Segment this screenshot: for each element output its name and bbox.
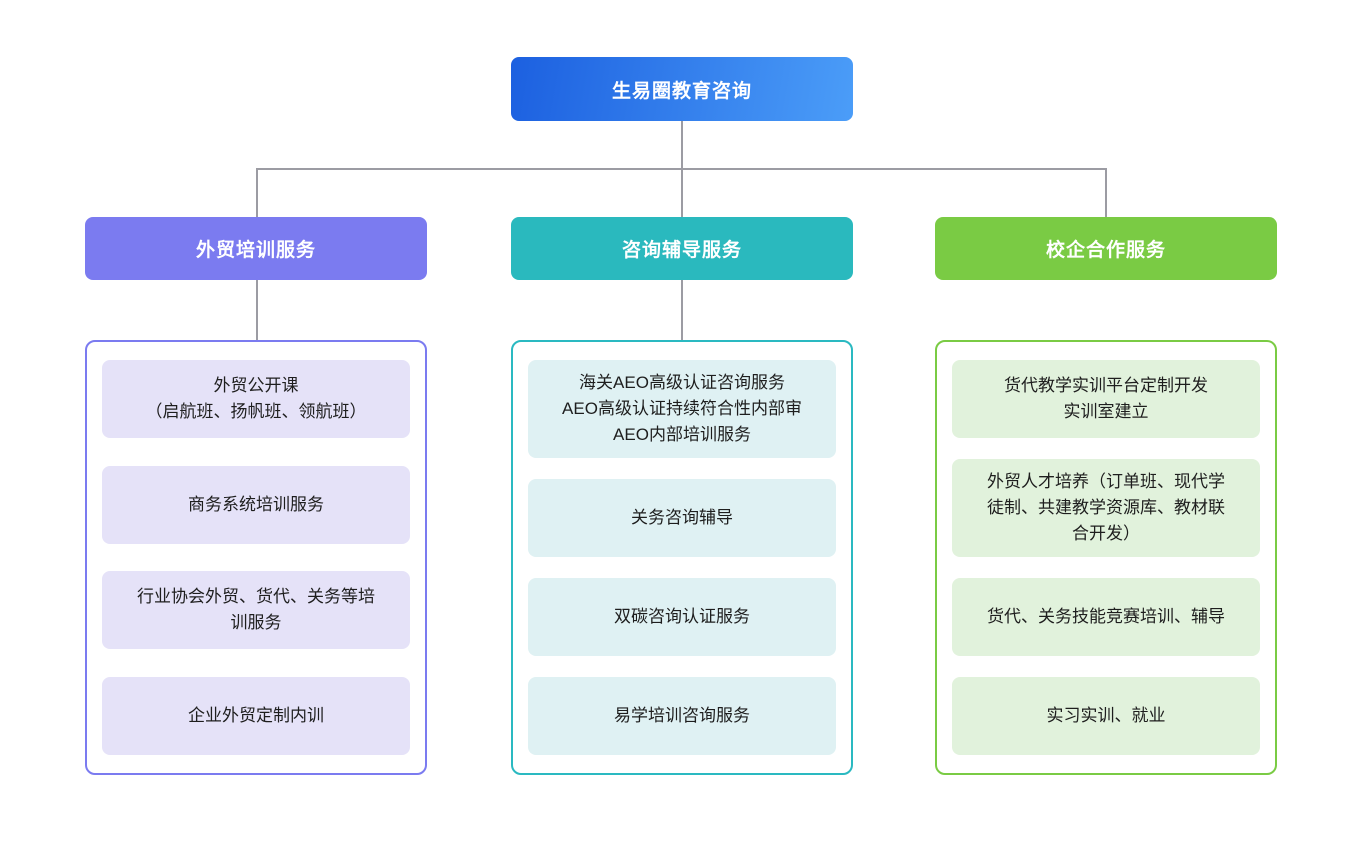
- service-item: 行业协会外贸、货代、关务等培训服务: [102, 571, 410, 650]
- branch-header-school-enterprise: 校企合作服务: [935, 217, 1277, 280]
- service-item-line: 实训室建立: [1063, 402, 1149, 421]
- service-item-line: 行业协会外贸、货代、关务等培: [137, 587, 375, 607]
- service-item-line: 海关AEO高级认证咨询服务: [579, 373, 785, 392]
- service-item-line: AEO内部培训服务: [613, 425, 751, 444]
- service-item-line: （启航班、扬帆班、领航班）: [145, 402, 367, 421]
- service-item-line: AEO高级认证持续符合性内部审: [562, 399, 802, 418]
- service-item: 易学培训咨询服务: [528, 677, 836, 755]
- branch-header-foreign-trade-training: 外贸培训服务: [85, 217, 427, 280]
- service-item-line: 双碳咨询认证服务: [614, 607, 750, 626]
- service-item: 货代、关务技能竞赛培训、辅导: [952, 578, 1260, 656]
- branch-header-label: 校企合作服务: [1045, 240, 1166, 261]
- service-item: 外贸人才培养（订单班、现代学徒制、共建教学资源库、教材联合开发）: [952, 459, 1260, 557]
- service-item-line: 易学培训咨询服务: [614, 706, 750, 725]
- service-item-line: 外贸公开课: [213, 376, 299, 395]
- service-item: 商务系统培训服务: [102, 465, 410, 544]
- service-item-line: 商务系统培训服务: [188, 494, 324, 514]
- connector-drop-branch-1: [681, 168, 683, 217]
- connector-root-down: [681, 121, 683, 168]
- service-item: 海关AEO高级认证咨询服务 AEO高级认证持续符合性内部审 AEO内部培训服务: [528, 360, 836, 458]
- service-item-line: 货代教学实训平台定制开发: [1004, 376, 1208, 395]
- service-item: 双碳咨询认证服务: [528, 578, 836, 656]
- service-item: 实习实训、就业: [952, 677, 1260, 755]
- service-item-line: 训服务: [230, 613, 282, 633]
- connector-header-to-items-0: [256, 280, 258, 340]
- branch-header-label: 外贸培训服务: [195, 240, 316, 261]
- connector-drop-branch-0: [256, 168, 258, 217]
- root-node-label: 生易圈教育咨询: [611, 80, 752, 102]
- branch-container-foreign-trade-training: 外贸公开课 （启航班、扬帆班、领航班） 商务系统培训服务行业协会外贸、货代、关务等培…: [85, 340, 427, 775]
- service-item-line: 合开发）: [1072, 524, 1140, 543]
- service-item-line: 外贸人才培养（订单班、现代学: [987, 472, 1225, 491]
- branch-container-school-enterprise: 货代教学实训平台定制开发实训室建立外贸人才培养（订单班、现代学徒制、共建教学资源…: [935, 340, 1277, 775]
- service-item-line: 关务咨询辅导: [631, 508, 733, 527]
- service-item: 企业外贸定制内训: [102, 676, 410, 755]
- connector-drop-branch-2: [1105, 168, 1107, 217]
- root-node: 生易圈教育咨询: [511, 57, 853, 121]
- service-item: 外贸公开课 （启航班、扬帆班、领航班）: [102, 360, 410, 438]
- branch-container-consulting-coaching: 海关AEO高级认证咨询服务 AEO高级认证持续符合性内部审 AEO内部培训服务关务咨…: [511, 340, 853, 775]
- service-item-line: 货代、关务技能竞赛培训、辅导: [987, 607, 1225, 626]
- service-item: 关务咨询辅导: [528, 479, 836, 557]
- service-item: 货代教学实训平台定制开发实训室建立: [952, 360, 1260, 438]
- service-item-line: 实习实训、就业: [1046, 706, 1166, 725]
- service-item-line: 企业外贸定制内训: [188, 705, 324, 725]
- branch-header-consulting-coaching: 咨询辅导服务: [511, 217, 853, 280]
- connector-header-to-items-1: [681, 280, 683, 340]
- branch-header-label: 咨询辅导服务: [621, 240, 742, 261]
- service-item-line: 徒制、共建教学资源库、教材联: [987, 498, 1225, 517]
